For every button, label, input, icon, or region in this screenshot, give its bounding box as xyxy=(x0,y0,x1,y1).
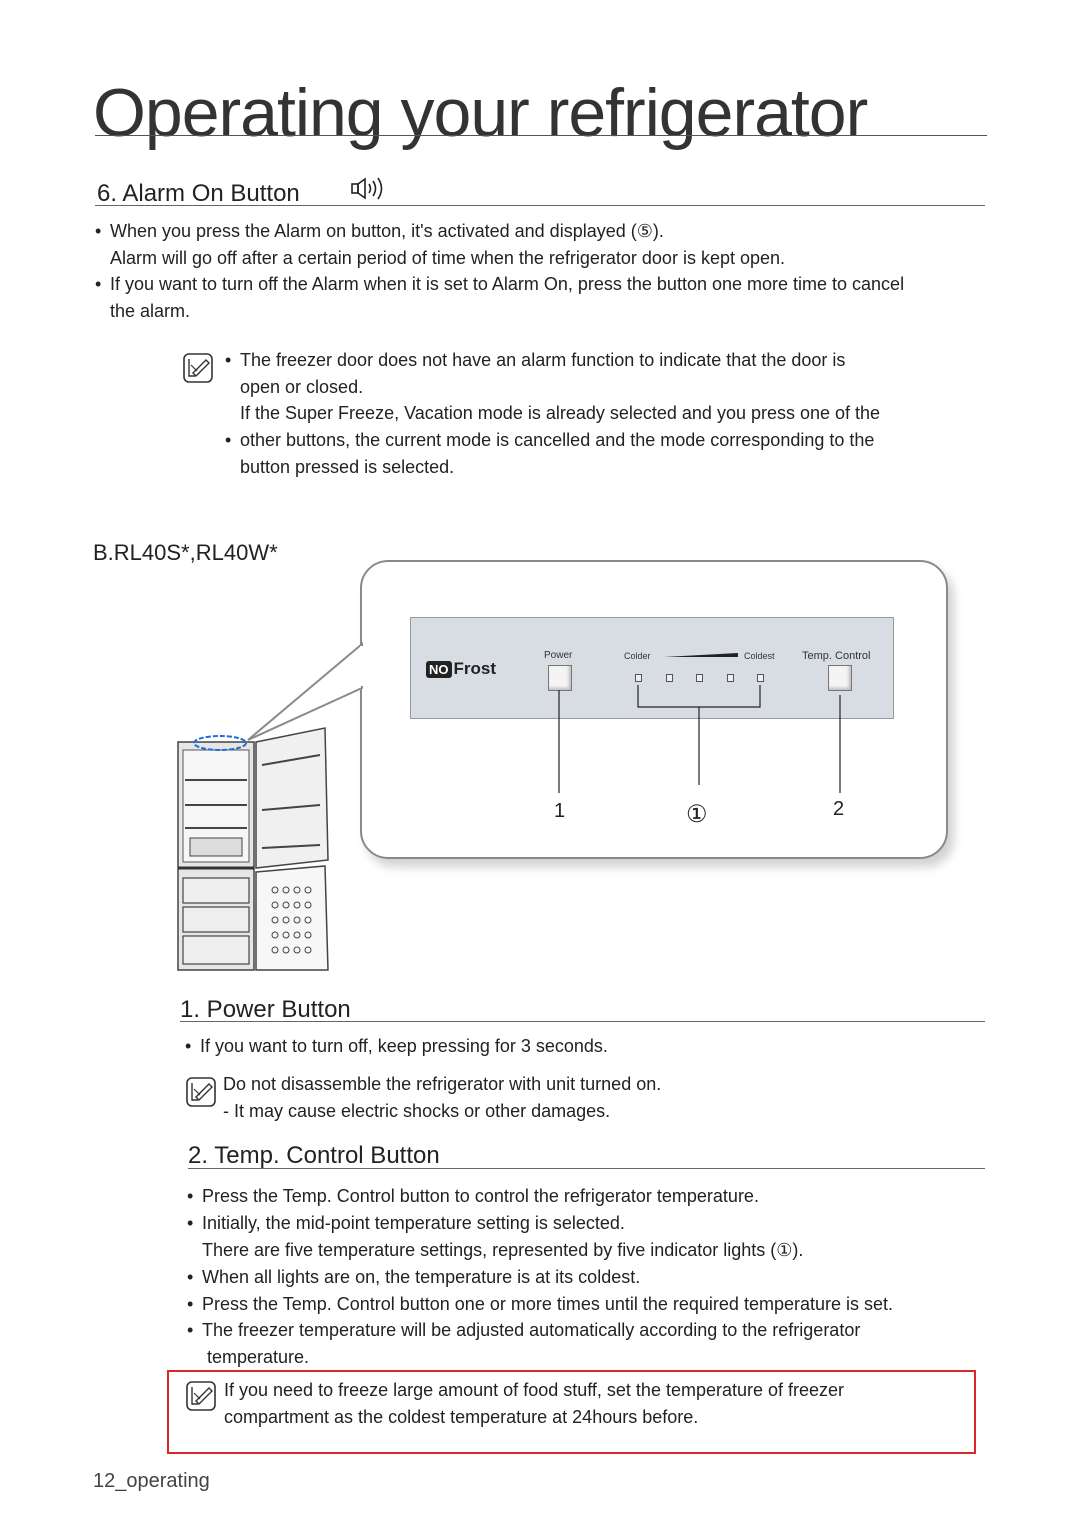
alarm-bullet-2-cont: the alarm. xyxy=(110,301,191,321)
note-icon xyxy=(186,1381,216,1411)
alarm-bullet-1-cont: Alarm will go off after a certain period… xyxy=(110,248,786,268)
temp-note-line-1: If you need to freeze large amount of fo… xyxy=(224,1380,845,1400)
alarm-note-line-4: other buttons, the current mode is cance… xyxy=(225,427,874,454)
alarm-note-line-1: The freezer door does not have an alarm … xyxy=(225,347,845,374)
temp-bullet-2: Initially, the mid-point temperature set… xyxy=(187,1210,625,1237)
title-rule xyxy=(95,135,987,136)
indicator-light xyxy=(727,674,734,682)
brand-no: NO xyxy=(426,660,452,678)
note-icon xyxy=(186,1077,216,1107)
temp-note-line-2: compartment as the coldest temperature a… xyxy=(224,1407,699,1427)
power-rule xyxy=(180,1021,985,1022)
temp-gradient-bar xyxy=(664,653,738,657)
temp-bullet-6: The freezer temperature will be adjusted… xyxy=(187,1317,860,1344)
indicator-light xyxy=(696,674,703,682)
indicator-light xyxy=(666,674,673,682)
colder-label: Colder xyxy=(624,651,651,661)
callout-pointer xyxy=(247,641,364,741)
note-icon xyxy=(183,353,213,383)
speaker-icon xyxy=(351,177,383,200)
temp-heading: 2. Temp. Control Button xyxy=(188,1142,440,1169)
brand-frost: Frost xyxy=(453,659,497,678)
temp-bullet-6-cont: temperature. xyxy=(207,1347,310,1367)
power-bullet-1: If you want to turn off, keep pressing f… xyxy=(185,1033,608,1060)
callout-2: 2 xyxy=(833,798,845,820)
model-heading: B.RL40S*,RL40W* xyxy=(93,540,278,565)
callout-1: 1 xyxy=(554,800,566,822)
page-title: Operating your refrigerator xyxy=(93,75,868,151)
temp-line-3: There are five temperature settings, rep… xyxy=(202,1240,804,1260)
alarm-bullet-1: When you press the Alarm on button, it's… xyxy=(95,218,664,245)
power-label: Power xyxy=(544,650,573,661)
temp-bullet-5: Press the Temp. Control button one or mo… xyxy=(187,1291,893,1318)
alarm-note-line-5: button pressed is selected. xyxy=(240,457,455,477)
temp-bullet-1: Press the Temp. Control button to contro… xyxy=(187,1183,759,1210)
alarm-rule xyxy=(95,205,985,206)
power-note-line-2: - It may cause electric shocks or other … xyxy=(223,1101,611,1121)
alarm-note-line-3: If the Super Freeze, Vacation mode is al… xyxy=(240,403,881,423)
coldest-label: Coldest xyxy=(744,651,775,661)
control-panel xyxy=(410,617,894,719)
callout-lines xyxy=(558,685,841,793)
power-button[interactable] xyxy=(548,665,572,691)
noFrost-logo: NO Frost xyxy=(426,659,496,679)
temp-bullet-4: When all lights are on, the temperature … xyxy=(187,1264,640,1291)
page-footer: 12_operating xyxy=(93,1470,210,1492)
highlight-box xyxy=(167,1370,976,1454)
temp-control-label: Temp. Control xyxy=(802,650,871,662)
temp-rule xyxy=(188,1168,985,1169)
power-note-line-1: Do not disassemble the refrigerator with… xyxy=(223,1074,662,1094)
alarm-heading: 6. Alarm On Button xyxy=(97,180,300,207)
alarm-note-line-2: open or closed. xyxy=(240,377,364,397)
temp-control-button[interactable] xyxy=(828,665,852,691)
power-heading: 1. Power Button xyxy=(180,996,351,1023)
callout-circled-1: ① xyxy=(686,801,708,828)
indicator-light xyxy=(757,674,764,682)
refrigerator-illustration xyxy=(177,727,329,971)
indicator-light xyxy=(635,674,642,682)
alarm-bullet-2: If you want to turn off the Alarm when i… xyxy=(95,271,904,298)
